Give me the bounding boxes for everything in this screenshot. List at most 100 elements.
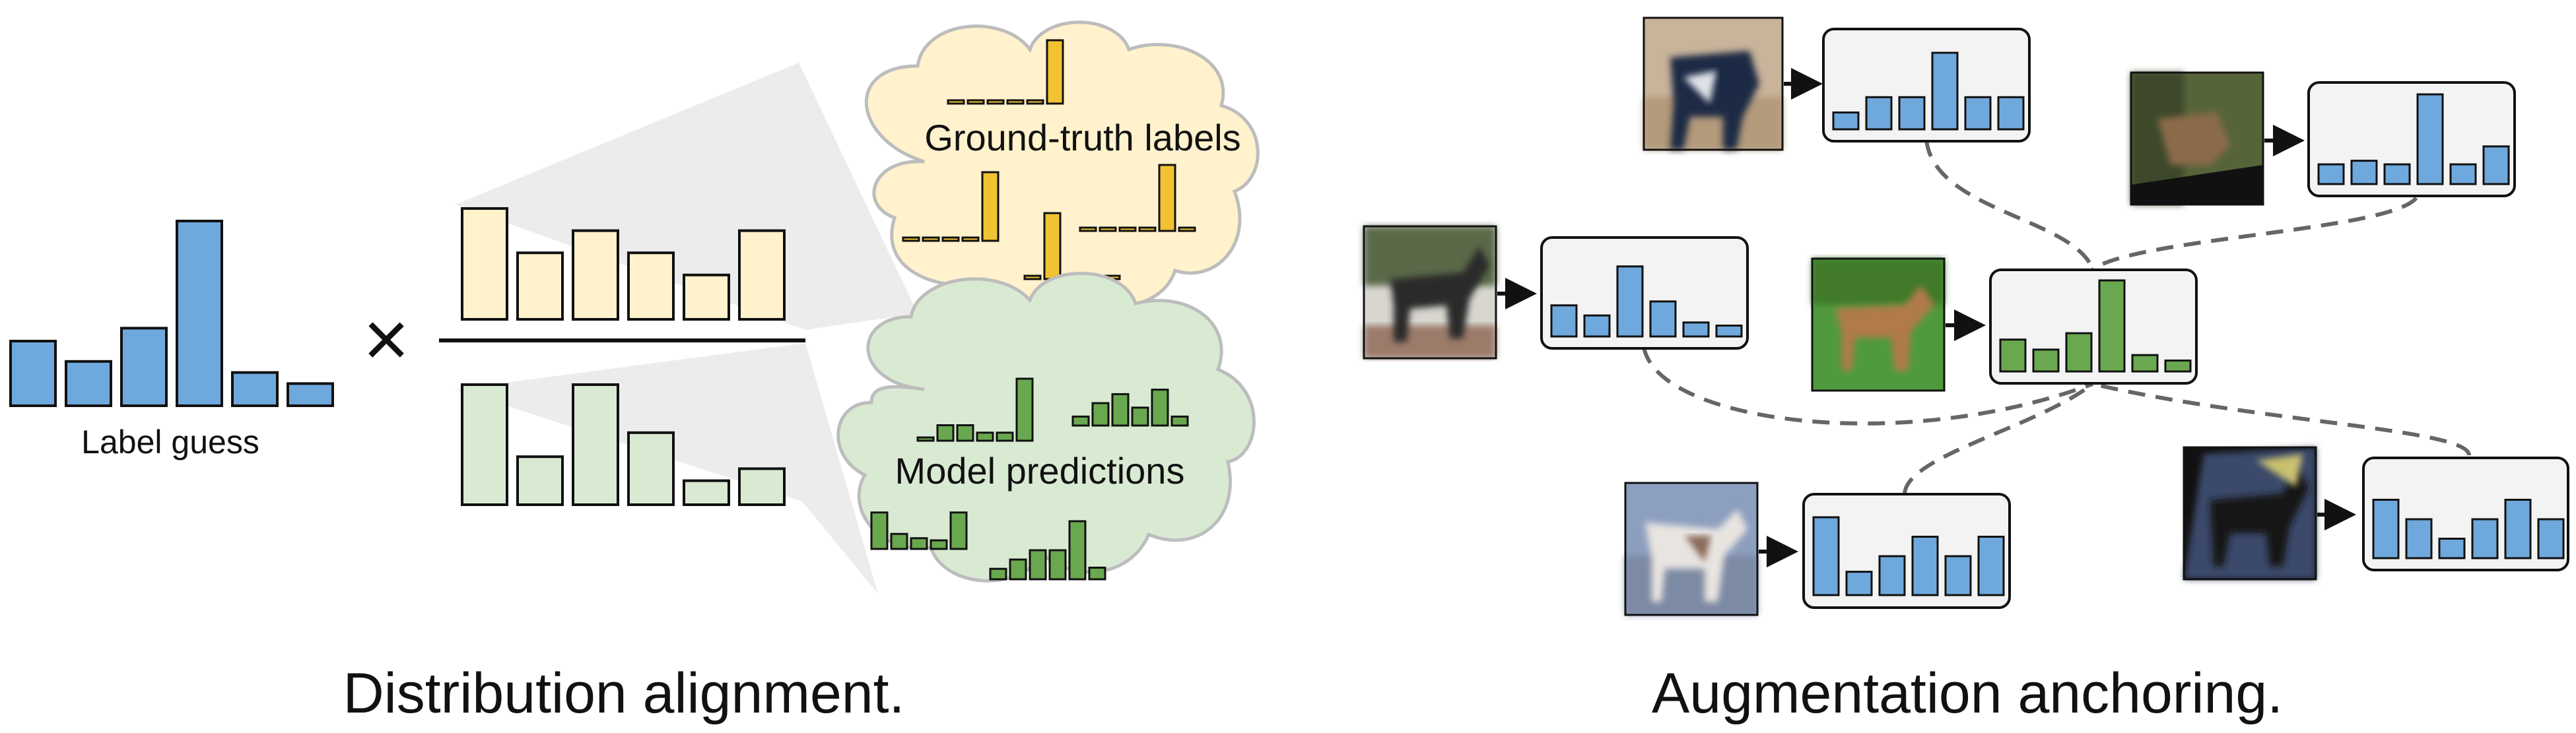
prediction-histogram-4-bar-6	[1088, 566, 1106, 581]
ground-truth-histogram-1-bar-1	[947, 99, 965, 105]
ground-truth-histogram-4-bar-6	[1178, 226, 1196, 232]
label-guess-histogram-bar-1	[9, 340, 57, 407]
prediction-histogram-4-bar-1	[989, 567, 1007, 581]
prediction-histogram-2-bar-4	[1131, 406, 1149, 427]
prediction-histogram-1-bar-4	[976, 431, 994, 442]
anchor-histogram-center-bar-1	[1999, 338, 2027, 373]
augmentation-histogram-bottom-bar-3	[1878, 555, 1906, 596]
ground-truth-histogram-3-bar-2	[1043, 212, 1062, 280]
ground-truth-histogram-2-bar-4	[961, 236, 980, 242]
numerator-histogram	[461, 207, 786, 321]
ground-truth-histogram-2-bar-5	[981, 171, 1000, 242]
augmentation-histogram-top-bar-3	[1898, 96, 1926, 131]
numerator-histogram-bar-6	[738, 229, 786, 321]
augmentation-histogram-left-bar-6	[1715, 324, 1743, 338]
denominator-histogram	[461, 383, 786, 507]
prediction-histogram-2-bar-1	[1071, 415, 1090, 427]
prediction-histogram-1-bar-3	[956, 424, 974, 442]
ground-truth-histogram-4-bar-4	[1138, 226, 1157, 232]
distribution-alignment-caption: Distribution alignment.	[343, 662, 905, 725]
anchor-histogram-center-bar-5	[2131, 354, 2159, 373]
prediction-histogram-1	[916, 377, 1034, 442]
prediction-histogram-3-bar-3	[910, 537, 928, 550]
augmentation-histogram-bottomright-bar-5	[2504, 499, 2532, 559]
augmentation-histogram-bottomright-bar-3	[2438, 538, 2466, 559]
augmentation-histogram-left	[1550, 265, 1743, 338]
prediction-histogram-3-bar-2	[890, 532, 908, 550]
horse-image-center	[1811, 257, 1946, 392]
denominator-histogram-bar-5	[683, 479, 730, 506]
projection-wedge-bottom	[456, 343, 878, 594]
numerator-histogram-bar-3	[572, 229, 619, 321]
prediction-histogram-2-bar-2	[1091, 402, 1110, 427]
augmentation-histogram-left-bar-5	[1682, 321, 1710, 338]
prediction-histogram-1-bar-6	[1015, 377, 1034, 442]
prediction-histogram-4-bar-4	[1048, 549, 1067, 581]
augmentation-anchoring-caption: Augmentation anchoring.	[1652, 662, 2283, 725]
label-guess-histogram-bar-2	[65, 360, 112, 407]
horse-image-left	[1363, 225, 1497, 360]
prediction-histogram-1-bar-1	[916, 436, 935, 442]
augmentation-histogram-bottomright-bar-2	[2405, 518, 2433, 559]
augmentation-histogram-bottom-bar-2	[1845, 571, 1873, 596]
augmentation-histogram-bottom-bar-6	[1977, 536, 2005, 596]
numerator-histogram-bar-4	[627, 251, 675, 321]
connector-topright	[2091, 196, 2418, 271]
model-predictions-title: Model predictions	[895, 450, 1185, 492]
augmentation-histogram-top-bar-6	[1997, 96, 2025, 131]
augmentation-anchoring-panel: Augmentation anchoring.	[1363, 16, 2569, 725]
prediction-histogram-4	[989, 520, 1106, 581]
augmentation-histogram-top-bar-1	[1832, 111, 1860, 131]
denominator-histogram-bar-1	[461, 383, 508, 506]
ground-truth-histogram-1-bar-3	[986, 99, 1005, 105]
distribution-alignment-panel: Label guess × Ground-truth labels Model …	[9, 20, 1260, 725]
augmentation-histogram-left-bar-3	[1616, 265, 1644, 338]
ground-truth-histogram-1-bar-6	[1046, 39, 1064, 105]
augmentation-histogram-top-bar-4	[1931, 51, 1959, 131]
connector-bottom	[1903, 382, 2094, 494]
ground-truth-histogram-2	[902, 171, 1000, 242]
ground-truth-histogram-3-bar-1	[1023, 274, 1042, 280]
prediction-histogram-2	[1071, 389, 1189, 427]
prediction-histogram-1-bar-5	[996, 431, 1014, 442]
augmentation-histogram-left-bar-1	[1550, 304, 1578, 338]
prediction-histogram-4-bar-5	[1068, 520, 1087, 581]
augmentation-histogram-bottomright	[2372, 499, 2565, 559]
connector-top	[1924, 139, 2095, 271]
prediction-histogram-4-bar-2	[1009, 558, 1027, 581]
horse-image-bottom	[1624, 482, 1759, 616]
ground-truth-histogram-4	[1079, 164, 1196, 232]
ground-truth-histogram-1-bar-2	[966, 99, 985, 105]
label-guess-histogram-bar-3	[120, 327, 168, 407]
augmentation-histogram-bottom-bar-4	[1911, 536, 1939, 596]
anchor-histogram-center-bar-3	[2065, 332, 2093, 373]
numerator-histogram-bar-1	[461, 207, 508, 321]
model-predictions-cloud	[836, 271, 1256, 583]
ground-truth-histogram-1-bar-4	[1006, 99, 1025, 105]
augmentation-histogram-topright-bar-6	[2482, 145, 2510, 185]
ground-truth-histogram-1	[947, 39, 1064, 105]
anchor-histogram-center-bar-4	[2098, 279, 2126, 373]
prediction-histogram-3-bar-1	[870, 511, 889, 550]
projection-wedge-top	[456, 63, 918, 330]
anchor-histogram-center	[1999, 279, 2192, 373]
label-guess-histogram-bar-4	[176, 220, 223, 407]
ground-truth-histogram-4-bar-3	[1118, 226, 1137, 232]
dashed-connectors	[1642, 139, 2471, 494]
multiply-symbol: ×	[363, 295, 409, 383]
label-guess-histogram	[9, 220, 334, 408]
augmentation-histogram-bottomright-bar-6	[2537, 518, 2565, 559]
augmentation-histogram-bottom-bar-5	[1944, 555, 1972, 596]
augmentation-histogram-top-bar-2	[1865, 96, 1893, 131]
augmentation-histogram-topright	[2317, 93, 2510, 185]
numerator-histogram-bar-5	[683, 273, 730, 321]
horse-image-bottomright	[2183, 446, 2317, 581]
ground-truth-histogram-2-bar-3	[941, 236, 960, 242]
ground-truth-histogram-1-bar-5	[1026, 99, 1044, 105]
augmentation-histogram-bottomright-bar-1	[2372, 499, 2400, 559]
augmentation-histogram-bottom	[1812, 516, 2005, 596]
prediction-histogram-2-bar-5	[1151, 389, 1169, 427]
augmentation-histogram-topright-bar-1	[2317, 163, 2345, 185]
augmentation-histogram-topright-bar-4	[2416, 93, 2444, 185]
augmentation-histogram-top	[1832, 51, 2025, 131]
